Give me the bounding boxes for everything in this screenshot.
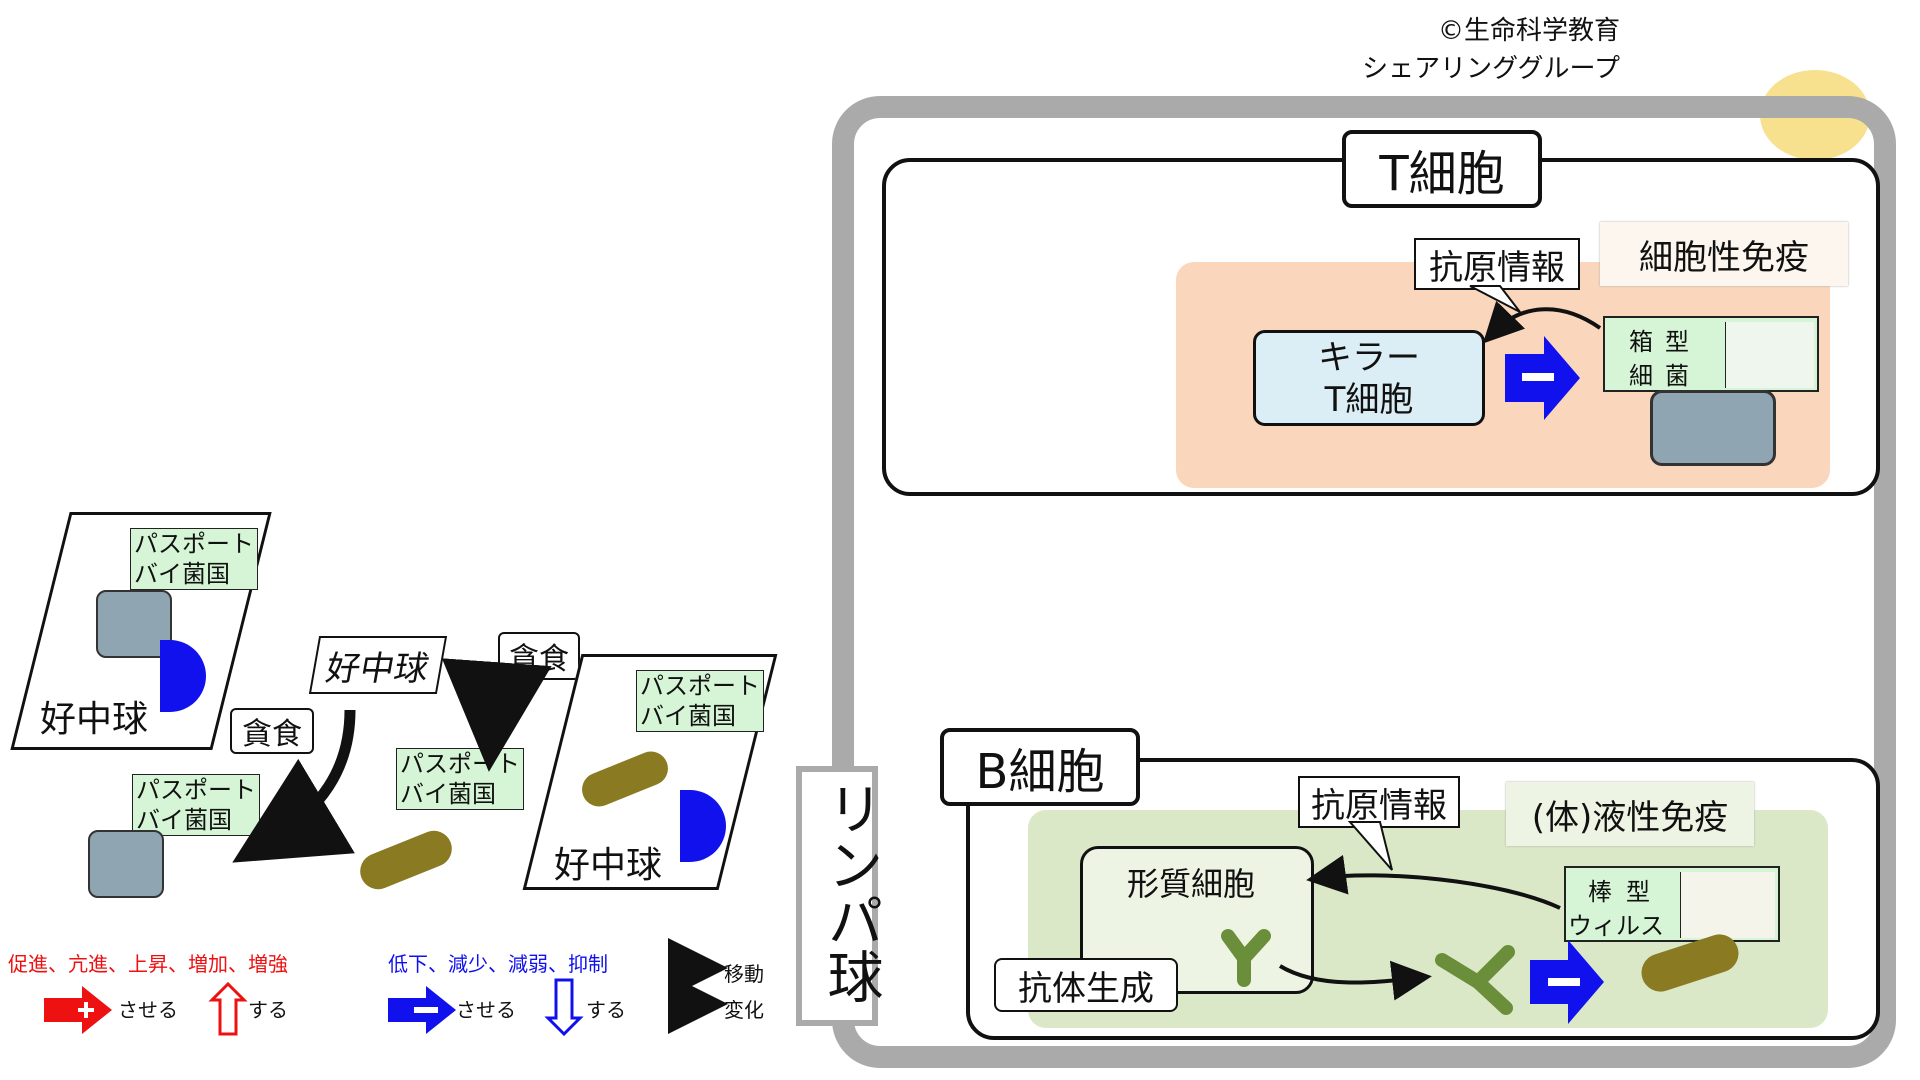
tag-type-char: 型 (1626, 878, 1650, 906)
legend-red-arrow (44, 986, 112, 1034)
plasma-cell-label: 形質細胞 (1127, 865, 1256, 903)
box-bacteria-tag: 箱 型 細 菌 (1603, 316, 1819, 392)
t-cell-antigen-info: 抗原情報 (1414, 238, 1580, 290)
passport-line2: バイ菌国 (400, 780, 496, 808)
box-bacteria-illustration (1650, 390, 1776, 466)
legend-make-1: させる (118, 998, 178, 1022)
neutrophil-label-2: 好中球 (554, 845, 663, 886)
passport-tag-4: パスポート バイ菌国 (636, 670, 764, 732)
legend-blue-down-arrow (544, 978, 584, 1037)
phagocytosis-arrow-right (441, 658, 552, 772)
passport-line2: バイ菌国 (136, 806, 232, 834)
t-cell-title: T細胞 (1342, 130, 1542, 208)
b-decrease-arrow (1530, 940, 1604, 1024)
killer-line2: T細胞 (1324, 380, 1414, 420)
legend-change: 変化 (724, 998, 764, 1022)
passport-tag-1: パスポート バイ菌国 (130, 528, 258, 590)
antibody-generation: 抗体生成 (994, 958, 1178, 1012)
tag-rod-char: 棒 (1588, 878, 1612, 906)
killer-t-cell: キラー T細胞 (1253, 330, 1485, 426)
neutrophil-label-1: 好中球 (40, 699, 149, 740)
t-antigen-arrow (1482, 300, 1602, 344)
box-bacteria-2 (88, 830, 164, 898)
t-cell-immunity: 細胞性免疫 (1600, 222, 1848, 286)
legend-blue-arrow (388, 986, 456, 1034)
legend-do-2: する (586, 998, 626, 1022)
tag-germ-char: 菌 (1665, 362, 1689, 390)
passport-line1: パスポート (134, 530, 254, 558)
plasma-cell: 形質細胞 (1080, 846, 1314, 994)
tag-type-char: 型 (1665, 328, 1689, 356)
box-bacteria-1 (96, 590, 172, 658)
antibody-arrow (1278, 960, 1432, 1001)
b-callout-pointer (1347, 821, 1393, 871)
antibody-icon-2 (1435, 945, 1515, 1015)
t-decrease-arrow (1505, 336, 1580, 420)
antibody-icon-1 (1221, 929, 1271, 987)
copyright-line1: ©生命科学教育 (1437, 16, 1620, 46)
b-cell-title: B細胞 (940, 728, 1140, 806)
b-cell-immunity: (体)液性免疫 (1506, 782, 1754, 846)
legend-red-up-arrow (208, 981, 248, 1036)
legend-do-1: する (248, 998, 288, 1022)
rod-virus-thumb (1680, 872, 1775, 938)
passport-line2: バイ菌国 (134, 560, 230, 588)
b-antigen-arrow (1306, 854, 1561, 910)
phagocytosis-1: 貪食 (230, 708, 314, 754)
passport-line1: パスポート (640, 672, 760, 700)
copyright-line2: シェアリンググループ (1362, 54, 1620, 84)
passport-line2: バイ菌国 (640, 702, 736, 730)
b-cell-antigen-info: 抗原情報 (1298, 776, 1460, 828)
legend-decrease-words: 低下、減少、減弱、抑制 (388, 952, 608, 976)
phagocytosis-arrow-left (232, 709, 356, 863)
tag-virus-text: ウィルス (1568, 912, 1664, 940)
lymphocyte-label-box: リンパ球 (796, 766, 883, 1026)
box-bacteria-thumb (1725, 322, 1814, 388)
lymphocyte-label: リンパ球 (818, 780, 883, 1004)
legend-increase-words: 促進、亢進、上昇、増加、増強 (8, 952, 288, 976)
legend-move: 移動 (724, 962, 764, 986)
tag-box-char: 箱 (1629, 328, 1653, 356)
rod-virus-tag: 棒 型 ウィルス (1564, 866, 1780, 942)
t-callout-pointer (1469, 285, 1521, 313)
legend-make-2: させる (456, 998, 516, 1022)
tag-fine-char: 細 (1629, 362, 1653, 390)
killer-line1: キラー (1318, 338, 1420, 378)
